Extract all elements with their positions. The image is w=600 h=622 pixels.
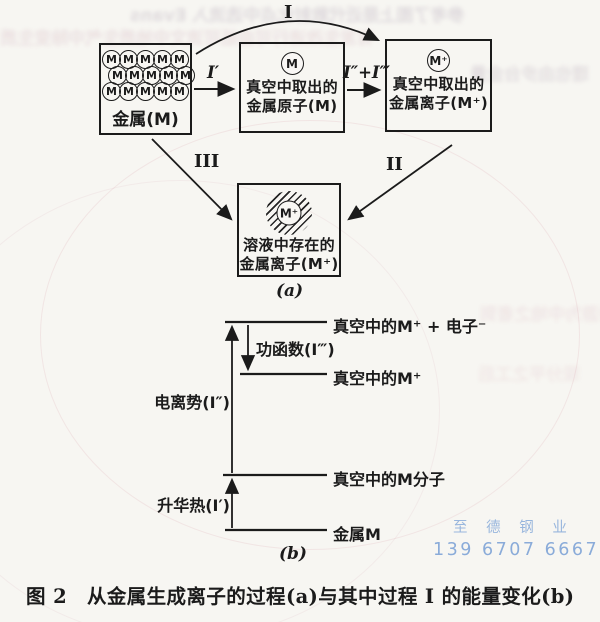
panel-b-label: (b) xyxy=(279,544,307,564)
panel-a-label: (a) xyxy=(276,281,304,301)
figure-caption: 图 2 从金属生成离子的过程(a)与其中过程 I 的能量变化(b) xyxy=(26,585,575,608)
solvated-ion-circle: M⁺ xyxy=(276,200,302,226)
solution-ion-line2: 金属离子(M⁺) xyxy=(239,254,339,273)
watermark-company: 至 德 钢 业 xyxy=(453,520,574,536)
work-function-label: 功函数(I‴) xyxy=(256,340,335,359)
watermark-phone: 139 6707 6667 xyxy=(433,540,600,560)
solution-ion-box: M⁺ 溶液中存在的 金属离子(M⁺) xyxy=(237,183,341,277)
metal-box-label: 金属(M) xyxy=(112,110,179,130)
vacuum-ion-line2: 金属离子(M⁺) xyxy=(389,93,488,112)
process-I-arc-arrow xyxy=(195,20,381,55)
vacuum-atom-line2: 金属原子(M) xyxy=(246,96,338,115)
solution-ion-line1: 溶液中存在的 xyxy=(243,236,335,254)
sublimation-heat-label: 升华热(I′) xyxy=(157,496,230,515)
process-II-arrow xyxy=(347,144,453,221)
vacuum-ion-line1: 真空中取出的 xyxy=(392,75,485,93)
process-III-arrow xyxy=(151,138,233,221)
solvated-ion: M⁺ xyxy=(266,191,312,235)
process-II-label: II xyxy=(386,154,403,175)
process-III-label: III xyxy=(194,151,220,172)
ion-symbol-circle: M⁺ xyxy=(427,49,450,72)
metal-atom-circle: M xyxy=(176,66,195,85)
level-label-vacuum-ion-electron: 真空中的M⁺ + 电子⁻ xyxy=(333,317,487,336)
level-label-metal: 金属M xyxy=(333,525,381,544)
vacuum-atom-line1: 真空中取出的 xyxy=(246,78,338,96)
level-label-vacuum-molecule: 真空中的M分子 xyxy=(333,470,445,489)
sublimation-step-label: I′ xyxy=(207,63,220,82)
vacuum-ion-box: M⁺ 真空中取出的 金属离子(M⁺) xyxy=(385,39,492,132)
ionization-potential-label: 电离势(I″) xyxy=(154,393,230,412)
ionization-step-label: I″+I‴ xyxy=(343,63,391,82)
process-I-label: I xyxy=(284,2,293,23)
atom-symbol-circle: M xyxy=(280,52,304,75)
level-label-vacuum-ion: 真空中的M⁺ xyxy=(333,369,422,388)
vacuum-atom-box: M 真空中取出的 金属原子(M) xyxy=(239,42,345,133)
